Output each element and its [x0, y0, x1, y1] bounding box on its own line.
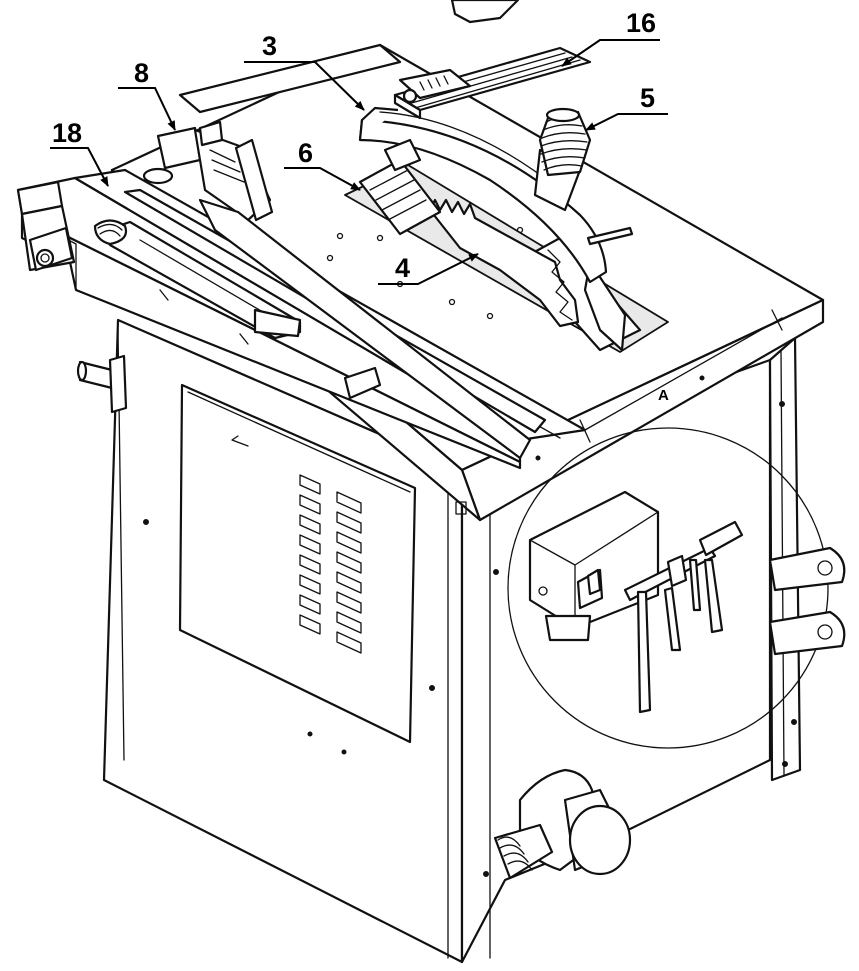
view-marker-a: A	[658, 387, 669, 404]
corner-plug	[455, 501, 467, 515]
callout-label-4: 4	[395, 253, 410, 283]
callout-label-8: 8	[134, 58, 149, 88]
saw-blade	[428, 198, 580, 328]
access-panel	[178, 383, 417, 744]
callout-16: 16	[561, 8, 660, 67]
vent-slots	[299, 474, 362, 654]
dust-hose-coil	[538, 107, 592, 177]
callout-6: 6	[284, 138, 361, 191]
sliding-carriage	[16, 43, 587, 470]
callout-8: 8	[118, 58, 176, 131]
riving-knife-clamp	[358, 138, 442, 236]
lifting-brackets	[768, 546, 846, 656]
top-fragment	[450, 0, 520, 24]
mitre-rail	[198, 198, 532, 460]
riving-knife	[583, 260, 627, 352]
callout-label-5: 5	[640, 83, 655, 113]
callout-18: 18	[50, 118, 109, 187]
dust-port	[493, 768, 632, 880]
callout-label-16: 16	[626, 8, 656, 38]
detail-view-circle	[507, 427, 829, 749]
callout-5: 5	[585, 83, 668, 131]
callout-label-6: 6	[298, 138, 313, 168]
callout-3: 3	[244, 31, 365, 111]
callout-label-18: 18	[52, 118, 82, 148]
blade-guard	[358, 106, 634, 284]
rip-fence-rails	[393, 46, 592, 120]
callout-label-3: 3	[262, 31, 277, 61]
callout-4: 4	[378, 253, 479, 285]
handwheel-shaft	[76, 354, 128, 414]
